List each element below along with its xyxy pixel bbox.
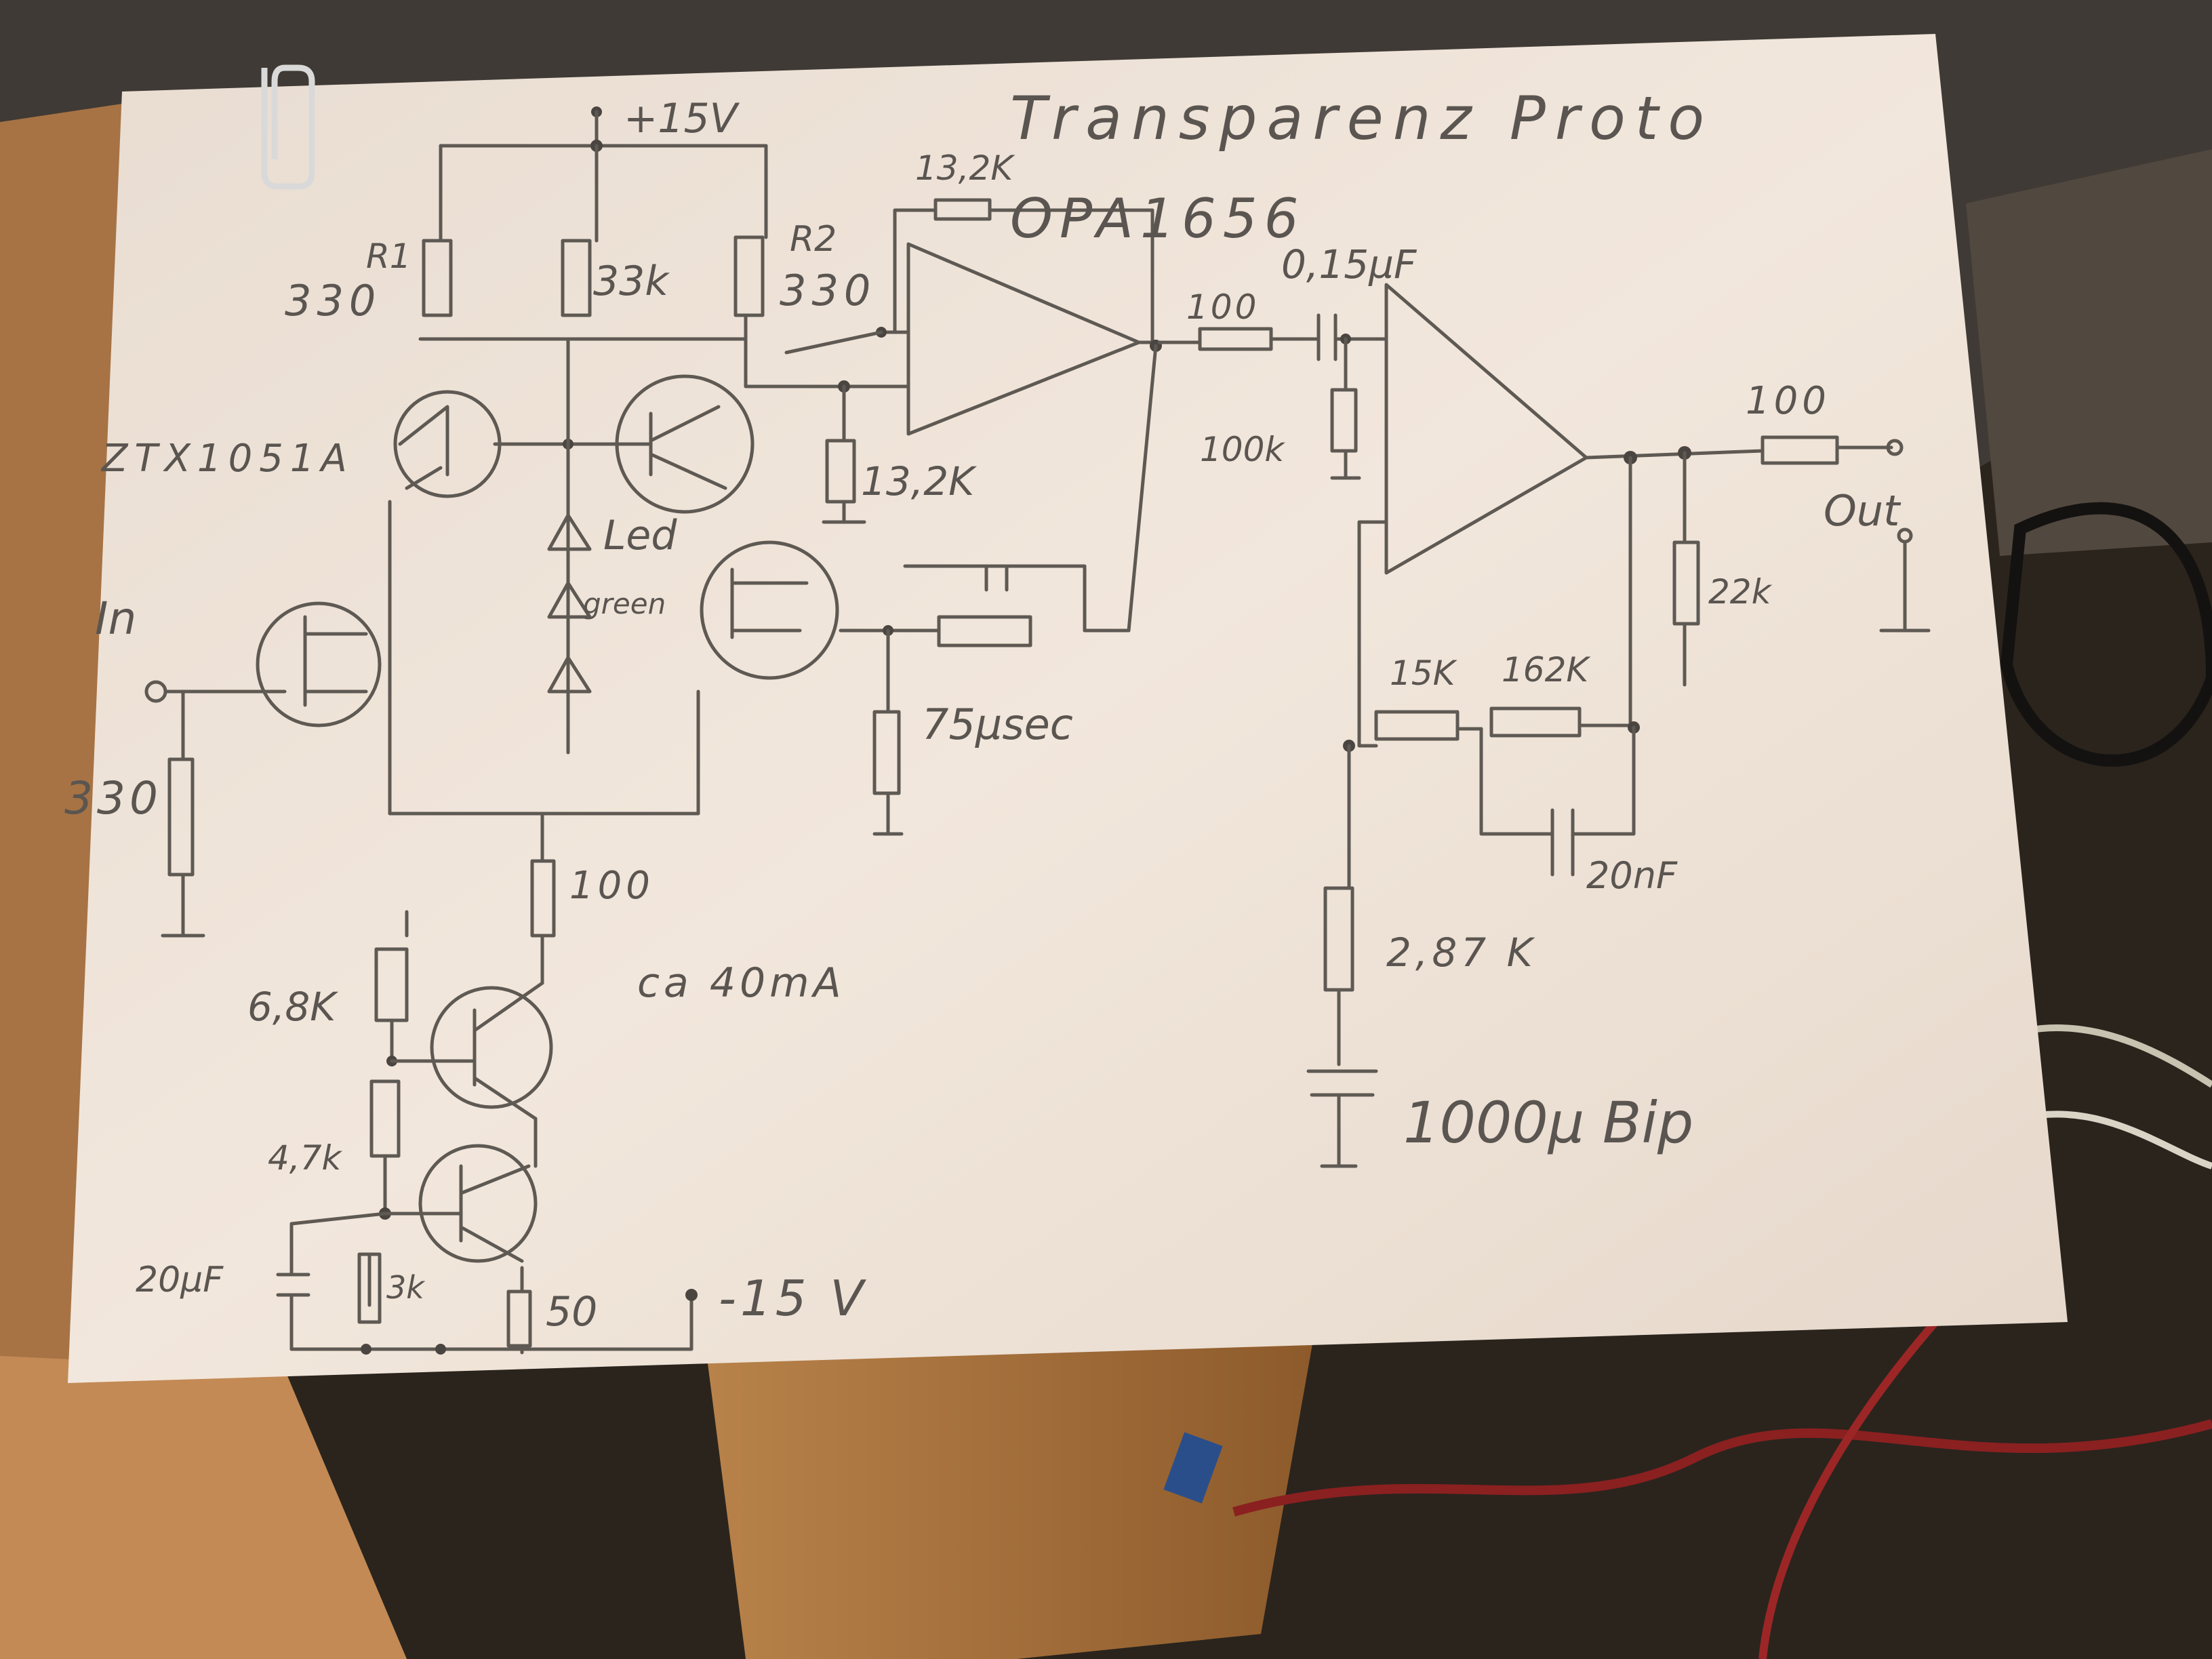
transistor-label: ZTX1051A xyxy=(100,437,354,481)
title-text: Transparenz Proto xyxy=(1010,83,1714,153)
led-color-label: green xyxy=(583,587,666,620)
c-015-label: 0,15µF xyxy=(1281,241,1417,287)
opamp-label: OPA1656 xyxy=(1010,187,1306,250)
r-47k-label: 4,7k xyxy=(268,1138,343,1178)
r-68k-label: 6,8K xyxy=(247,984,338,1030)
r-100-out-label: 100 xyxy=(1746,379,1830,423)
r-in-label: 330 xyxy=(64,772,162,824)
r-fb-label: 13,2K xyxy=(915,148,1015,188)
r-100-mid-label: 100 xyxy=(1186,287,1259,327)
r2-name-label: R2 xyxy=(790,219,837,260)
c-20n-label: 20nF xyxy=(1586,854,1678,897)
deemph-label: 75µsec xyxy=(922,700,1073,749)
r-3k-label: 3k xyxy=(386,1269,426,1306)
c-1000u-label: 1000µ Bip xyxy=(1403,1090,1693,1156)
led-label: Led xyxy=(603,512,677,559)
input-label: In xyxy=(95,593,136,645)
r2-value-label: 330 xyxy=(780,266,876,315)
labels: Transparenz Proto +15V OPA1656 R1 330 R2… xyxy=(64,83,1902,1336)
r-15k-label: 15K xyxy=(1390,654,1458,693)
r-100k-label: 100k xyxy=(1200,430,1285,469)
r-50-label: 50 xyxy=(546,1288,597,1336)
c-20u-label: 20µF xyxy=(136,1260,224,1300)
r-162k-label: 162K xyxy=(1502,650,1591,689)
supply-positive-label: +15V xyxy=(624,95,740,142)
paper-clip-icon xyxy=(261,64,315,190)
supply-negative-label: -15 V xyxy=(719,1270,868,1327)
r-bias-label: 13,2K xyxy=(861,458,977,504)
output-label: Out xyxy=(1824,486,1902,536)
current-label: ca 40mA xyxy=(637,959,845,1007)
r-22k-label: 22k xyxy=(1708,572,1773,612)
r1-value-label: 330 xyxy=(285,276,381,325)
r-287k-label: 2,87 K xyxy=(1386,930,1537,976)
schematic xyxy=(144,106,1931,1355)
r-100-tail-label: 100 xyxy=(569,864,654,908)
r-33k-label: 33k xyxy=(593,258,670,305)
r1-name-label: R1 xyxy=(366,237,411,276)
